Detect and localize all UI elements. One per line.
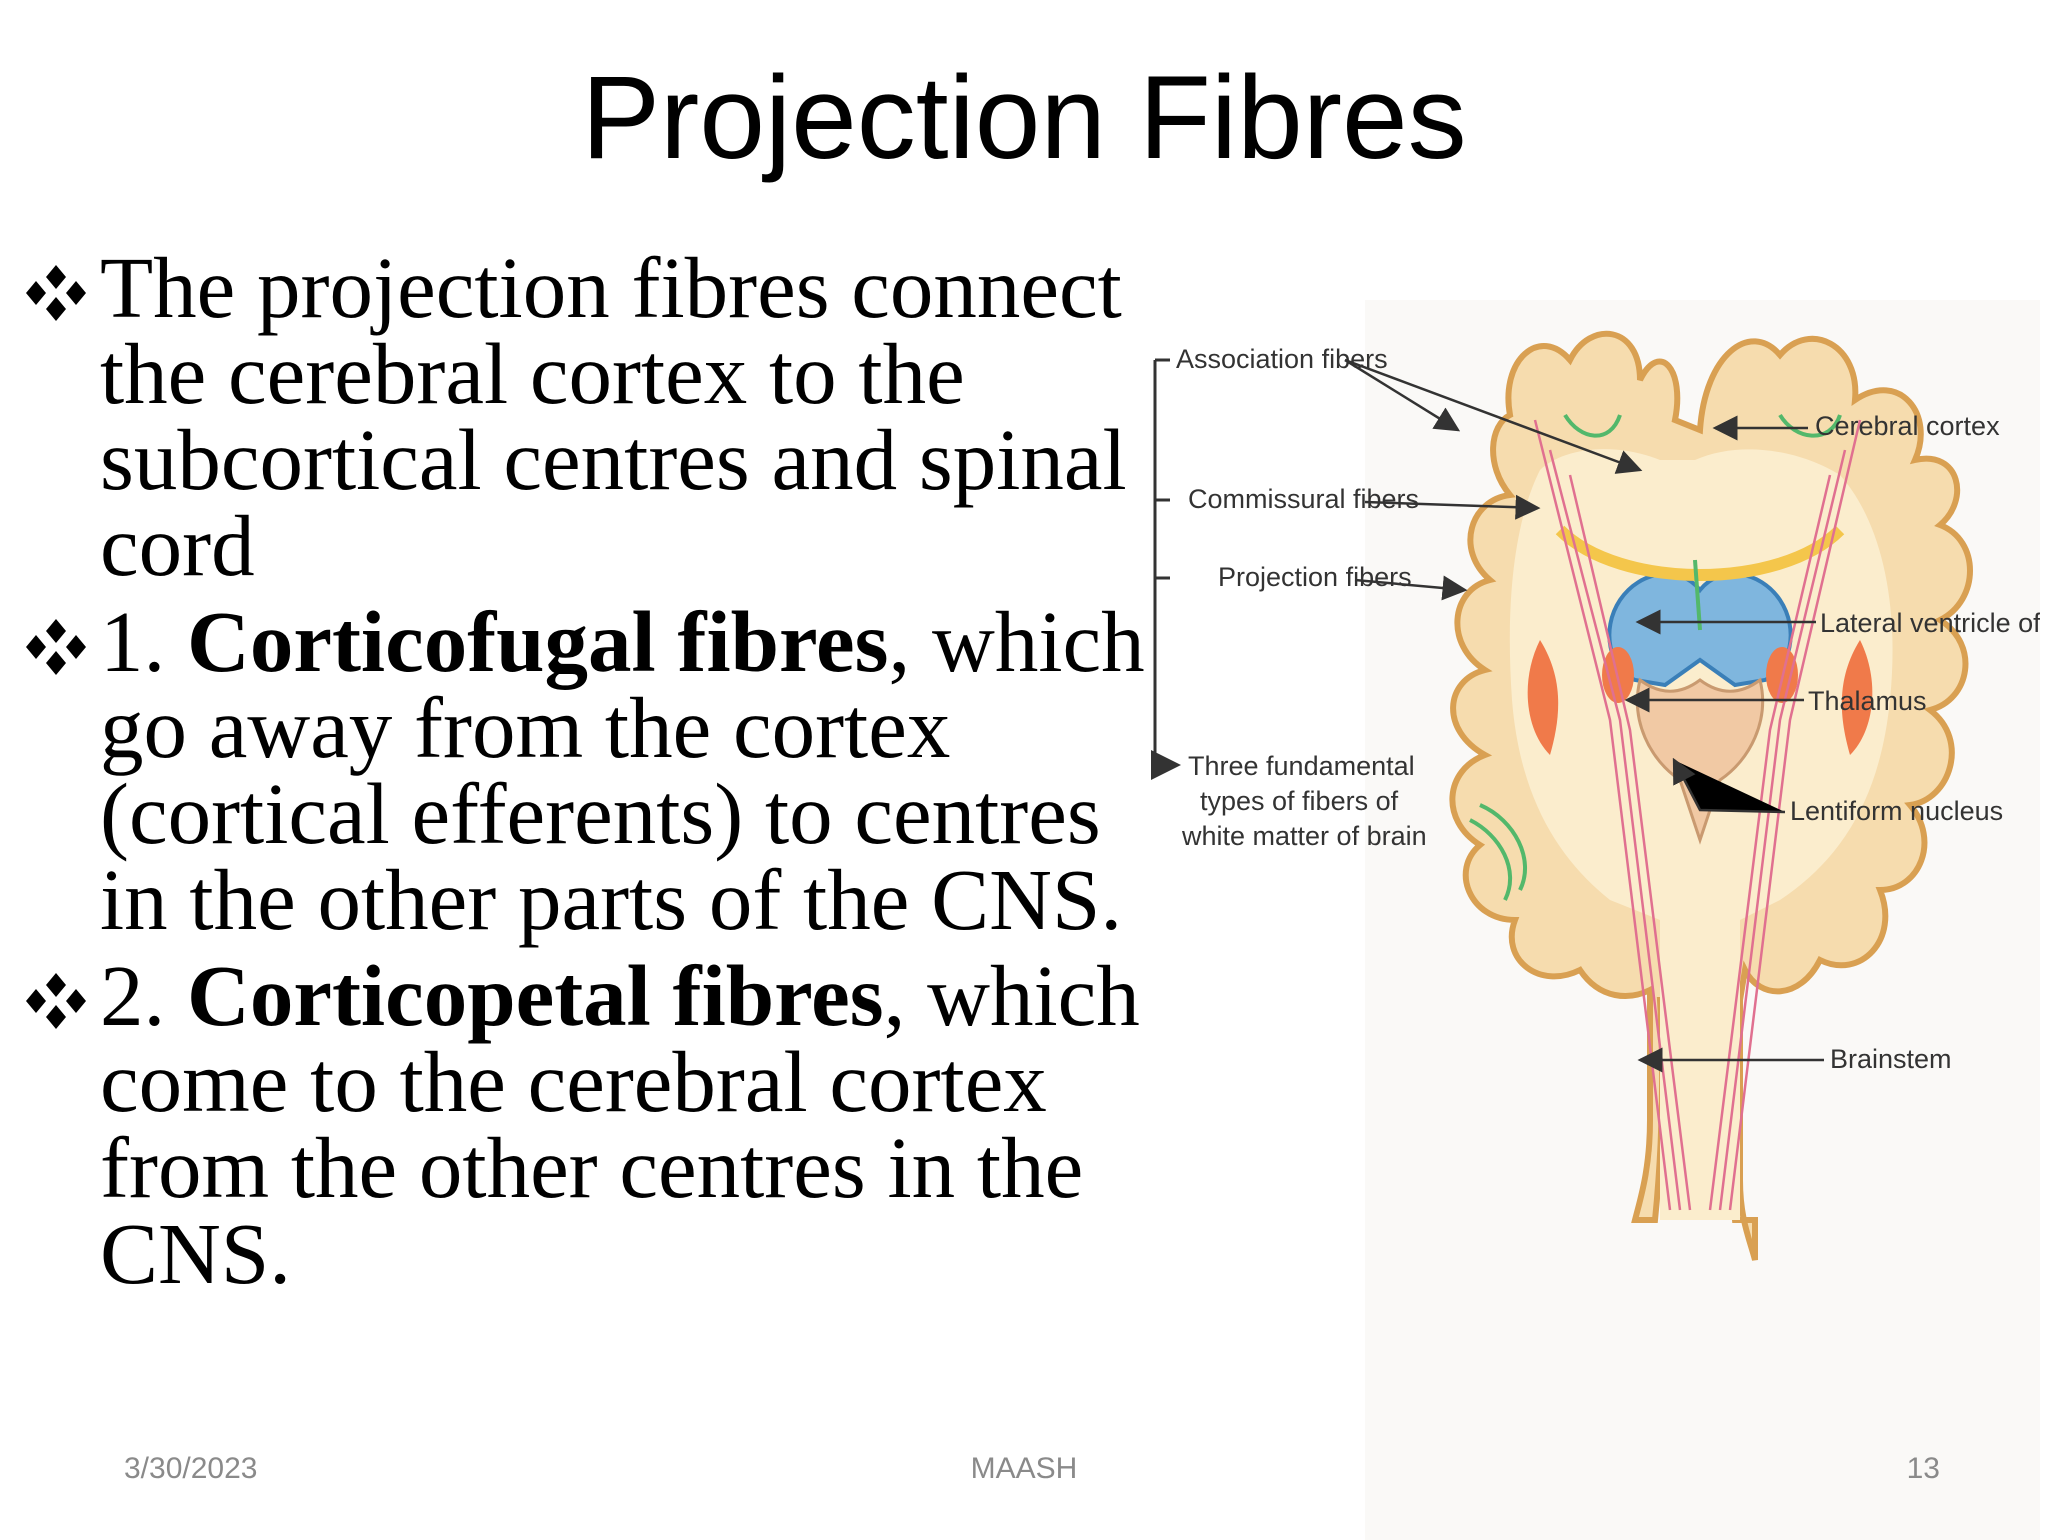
diamond-bullet-icon [26, 265, 86, 321]
bracket-ticks [1155, 358, 1170, 580]
bullet-text: The projection fibres connect the cerebr… [100, 239, 1127, 594]
bullet-prefix: 1. [100, 593, 187, 690]
cerebral-cortex-label: Cerebral cortex [1815, 411, 2000, 441]
association-fibers-label: Association fibers [1176, 344, 1388, 374]
bullet-bold: Corticofugal fibres [187, 593, 889, 690]
commissural-fibers-label: Commissural fibers [1188, 484, 1419, 514]
bullet-prefix: 2. [100, 947, 187, 1044]
brainstem-label: Brainstem [1830, 1044, 1952, 1074]
projection-fibers-label: Projection fibers [1218, 562, 1412, 592]
association-fibers-lines [1469, 413, 1842, 901]
projection-fibers-lines [1533, 419, 1862, 1211]
bullet-item: 1. Corticofugal fibres, which go away fr… [22, 598, 1147, 943]
lentiform-nucleus-label: Lentiform nucleus [1790, 796, 2003, 826]
bullet-text: , which go away from the cortex (cortica… [100, 593, 1145, 948]
footer-page-number: 13 [1906, 1452, 1940, 1485]
diamond-bullet-icon [26, 973, 86, 1029]
brain-fibers-diagram: Association fibers Commissural fibers Pr… [1151, 300, 2040, 1540]
three-types-label-line1: Three fundamental [1188, 751, 1415, 781]
footer-date: 3/30/2023 [124, 1452, 258, 1485]
lateral-ventricle-label: Lateral ventricle of brain [1820, 608, 2040, 638]
lentiform-right [1841, 640, 1873, 755]
diamond-bullet-icon [26, 619, 86, 675]
bullet-item: 2. Corticopetal fibres, which come to th… [22, 952, 1147, 1297]
footer-center: MAASH [970, 1452, 1078, 1485]
bullet-list: The projection fibres connect the cerebr… [22, 244, 1147, 1307]
thalamus-label: Thalamus [1808, 686, 1927, 716]
three-types-label-line2: types of fibers of [1200, 786, 1399, 816]
three-types-label-line3: white matter of brain [1181, 821, 1427, 851]
bullet-bold: Corticopetal fibres [187, 947, 884, 1044]
right-pointer-arrows [1624, 415, 1824, 1073]
thalamus-shape [1635, 677, 1765, 845]
lentiform-left [1527, 640, 1559, 755]
slide-title: Projection Fibres [581, 52, 1467, 184]
left-pointer-arrows [1344, 358, 1643, 601]
bullet-item: The projection fibres connect the cerebr… [22, 244, 1147, 589]
bullet-text: , which come to the cerebral cortex from… [100, 947, 1140, 1302]
